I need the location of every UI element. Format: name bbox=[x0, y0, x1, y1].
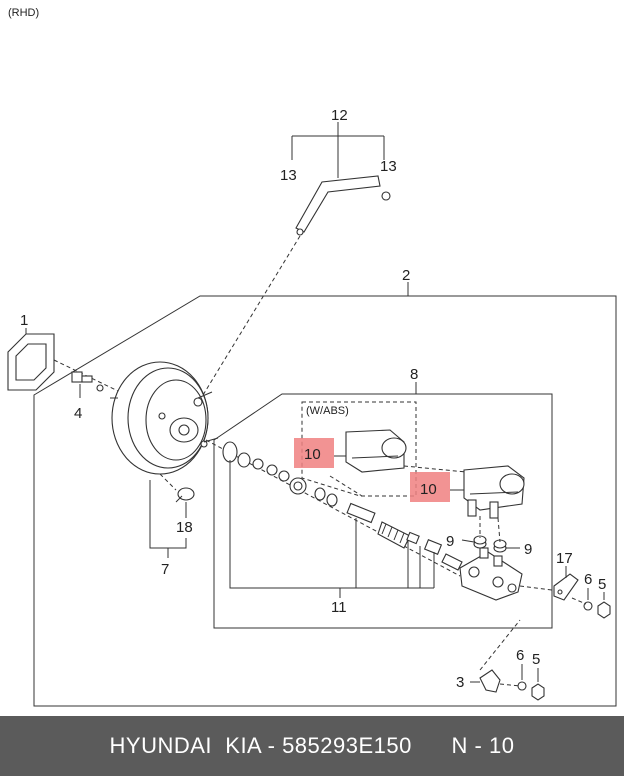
spring bbox=[377, 521, 411, 549]
spacer bbox=[412, 733, 452, 759]
highlight-10 bbox=[410, 472, 450, 502]
part-number: HYUNDAI KIA - 585293E150 bbox=[109, 733, 412, 758]
callout-13-right: 13 bbox=[380, 158, 397, 175]
callout-12: 12 bbox=[331, 107, 348, 124]
callout-4: 4 bbox=[74, 405, 82, 422]
callout-10: 10 bbox=[420, 481, 437, 498]
highlight-10-abs bbox=[294, 438, 334, 468]
master-cylinder-frame bbox=[213, 393, 553, 629]
callout-18: 18 bbox=[176, 519, 193, 536]
nut bbox=[597, 601, 611, 619]
figure-ref: N - 10 bbox=[451, 733, 515, 758]
vacuum-hose bbox=[295, 175, 381, 233]
callout-10-abs: 10 bbox=[304, 446, 321, 463]
callout-6-lower: 6 bbox=[516, 647, 524, 664]
seal-ring bbox=[222, 441, 238, 463]
callout-7: 7 bbox=[161, 561, 169, 578]
callout-1: 1 bbox=[20, 312, 28, 329]
variant-label: (RHD) bbox=[8, 7, 39, 19]
master-cylinder bbox=[459, 551, 523, 601]
abs-note: (W/ABS) bbox=[306, 405, 349, 417]
piston bbox=[346, 502, 376, 524]
parts-diagram: (RHD) 2 8 (W/ABS) 12 13 13 1 4 18 bbox=[7, 7, 617, 707]
callout-6-upper: 6 bbox=[584, 571, 592, 588]
callout-9-left: 9 bbox=[446, 533, 454, 550]
clip bbox=[479, 669, 501, 693]
callout-5-lower: 5 bbox=[532, 651, 540, 668]
callout-17: 17 bbox=[556, 550, 573, 567]
callout-11: 11 bbox=[331, 599, 347, 616]
clevis bbox=[71, 371, 83, 383]
callout-3: 3 bbox=[456, 674, 464, 691]
callout-13-left: 13 bbox=[280, 167, 297, 184]
callout-2: 2 bbox=[402, 267, 410, 284]
footer-bar: HYUNDAI KIA - 585293E150 N - 10 bbox=[0, 716, 624, 776]
callout-8: 8 bbox=[410, 366, 418, 383]
callout-9-right: 9 bbox=[524, 541, 532, 558]
assembly-frame bbox=[33, 295, 617, 707]
callout-5-upper: 5 bbox=[598, 576, 606, 593]
